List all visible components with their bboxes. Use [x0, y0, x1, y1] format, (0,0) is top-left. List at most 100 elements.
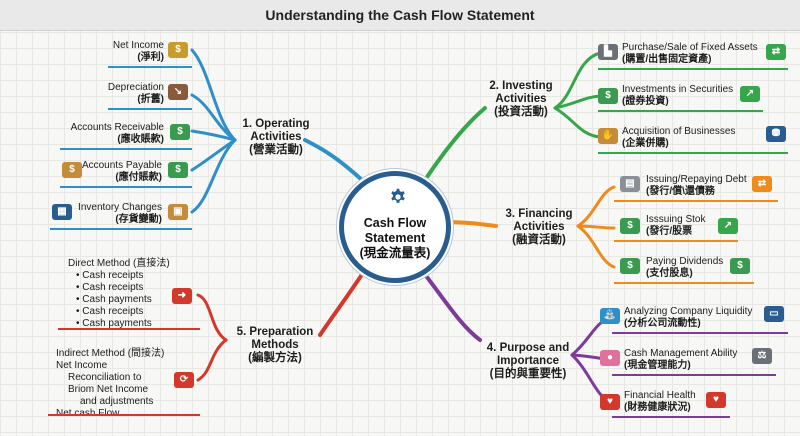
item-sublabel: (發行/股票	[646, 226, 693, 237]
preparation-heading-line2: Methods	[251, 339, 299, 351]
direct-method-block: Direct Method (直接法) • Cash receipts • Ca…	[68, 258, 170, 330]
cash-bills-icon: $	[730, 258, 750, 274]
underline	[614, 282, 754, 284]
investing-heading-line1: 2. Investing	[489, 80, 553, 92]
boxes-icon: ▣	[168, 204, 188, 220]
warehouse-icon: ▦	[52, 204, 72, 220]
purpose-heading: 4. Purpose and Importance (目的與重要性)	[478, 342, 578, 381]
org-chart-icon: ⛃	[766, 126, 786, 142]
underline	[108, 66, 192, 68]
document-icon: ▤	[620, 176, 640, 192]
indirect-line: Reconciliation to	[68, 372, 142, 383]
indirect-line: Net Income	[56, 360, 108, 371]
preparation-heading: 5. Preparation Methods (編製方法)	[232, 326, 318, 365]
item-label: Isssuing Stok	[646, 214, 706, 225]
operating-item-accounts-payable: Accounts Payable (應付賬款)	[40, 160, 162, 184]
item-sublabel: (財務健康狀況)	[624, 402, 691, 413]
center-title-line2: Statement	[364, 231, 426, 245]
item-sublabel: (現金管理能力)	[624, 360, 691, 371]
item-sublabel: (淨利)	[137, 52, 164, 63]
declining-chart-icon: ↘	[168, 84, 188, 100]
item-label: Investments in Securities	[622, 84, 734, 95]
factory-icon: ▙	[598, 44, 618, 60]
water-tap-icon: ⛲	[600, 308, 620, 324]
operating-item-net-income: Net Income (淨利)	[60, 40, 164, 64]
center-title-line3: (現金流量表)	[359, 246, 431, 260]
indirect-method-block: Indirect Method (間接法) Net Income Reconci…	[56, 348, 164, 420]
direct-method-title: Direct Method (直接法)	[68, 258, 170, 269]
coins-chart-icon: $	[168, 42, 188, 58]
arrow-right-icon: ➜	[172, 288, 192, 304]
financing-heading-line2: Activities	[513, 221, 565, 233]
preparation-heading-line3: (編製方法)	[248, 352, 302, 364]
item-sublabel: (存貨變動)	[115, 214, 162, 225]
item-sublabel: (企業併購)	[622, 138, 669, 149]
financing-item-stock: Isssuing Stok (發行/股票	[646, 214, 705, 238]
item-label: Accounts Payable	[81, 160, 162, 171]
investing-item-acquisition: Acquisition of Businesses (企業併購)	[622, 126, 735, 150]
item-sublabel: (應收賬款)	[117, 134, 164, 145]
indirect-line: and adjustments	[80, 396, 154, 407]
operating-connectors	[190, 48, 364, 214]
operating-item-depreciation: Depreciation (折舊)	[60, 82, 164, 106]
financing-heading: 3. Financing Activities (融資活動)	[496, 208, 582, 247]
item-sublabel: (折舊)	[137, 94, 164, 105]
indirect-method-title: Indirect Method (間接法)	[56, 348, 165, 359]
heart-coin-icon: ♥	[600, 394, 620, 410]
underline	[614, 240, 738, 242]
financing-heading-line1: 3. Financing	[505, 208, 573, 220]
item-label: Net Income	[112, 40, 164, 51]
purpose-heading-line1: 4. Purpose and	[486, 342, 570, 354]
item-label: Depreciation	[107, 82, 164, 93]
heart-pulse-icon: ♥	[706, 392, 726, 408]
item-label: Analyzing Company Liquidity	[624, 306, 753, 317]
preparation-heading-line1: 5. Preparation	[236, 326, 314, 338]
item-label: Paying Dividends	[646, 256, 724, 267]
underline	[614, 200, 778, 202]
investing-heading-line2: Activities	[495, 93, 547, 105]
indirect-line: Net cash Flow	[56, 408, 164, 420]
purpose-item-liquidity: Analyzing Company Liquidity (分析公司流動性)	[624, 306, 752, 330]
item-label: Accounts Receivable	[70, 122, 164, 133]
preparation-connectors	[196, 268, 367, 382]
handshake-icon: ✋	[598, 128, 618, 144]
investing-connectors	[423, 51, 602, 182]
investing-item-fixed-assets: Purchase/Sale of Fixed Assets (購置/出售固定資產…	[622, 42, 758, 66]
financing-heading-line3: (融資活動)	[512, 234, 566, 246]
purpose-item-financial-health: Financial Health (財務健康狀況)	[624, 390, 696, 414]
item-sublabel: (應付賬款)	[115, 172, 162, 183]
underline	[612, 374, 776, 376]
exchange-arrows-icon: ⇄	[766, 44, 786, 60]
purpose-item-cash-management: Cash Management Ability (現金管理能力)	[624, 348, 737, 372]
purpose-heading-line3: (目的與重要性)	[489, 368, 567, 380]
item-label: Financial Health	[624, 390, 696, 401]
purpose-connectors	[418, 266, 612, 404]
direct-line: • Cash receipts	[76, 306, 144, 317]
financing-item-dividends: Paying Dividends (支付股息)	[646, 256, 723, 280]
underline	[58, 328, 200, 330]
monitor-chart-icon: ▭	[764, 306, 784, 322]
item-sublabel: (支付股息)	[646, 268, 693, 279]
direct-line: • Cash receipts	[76, 282, 144, 293]
operating-item-accounts-receivable: Accounts Receivable (應收賬款)	[40, 122, 164, 146]
item-label: Acquisition of Businesses	[622, 126, 736, 137]
direct-line: • Cash payments	[76, 318, 152, 329]
center-title-line1: Cash Flow	[363, 216, 427, 230]
underline	[598, 110, 763, 112]
page-title: Understanding the Cash Flow Statement	[265, 7, 535, 23]
item-sublabel: (分析公司流動性)	[624, 318, 701, 329]
direct-method-lines: • Cash receipts • Cash receipts • Cash p…	[68, 270, 170, 330]
central-node: Cash Flow Statement (現金流量表)	[339, 171, 451, 283]
growth-coins-icon: ↗	[718, 218, 738, 234]
trend-up-icon: ↗	[740, 86, 760, 102]
operating-heading: 1. Operating Activities (營業活動)	[236, 118, 316, 157]
cycle-arrows-icon: ⟳	[174, 372, 194, 388]
operating-item-inventory-changes: Inventory Changes (存貨變動)	[72, 202, 162, 226]
certificate-icon: $	[598, 88, 618, 104]
investing-item-securities: Investments in Securities (證券投資)	[622, 84, 733, 108]
cash-stack-icon: $	[620, 258, 640, 274]
piggy-bank-icon: ●	[600, 350, 620, 366]
operating-heading-line1: 1. Operating	[242, 118, 310, 130]
purpose-heading-line2: Importance	[497, 355, 559, 367]
